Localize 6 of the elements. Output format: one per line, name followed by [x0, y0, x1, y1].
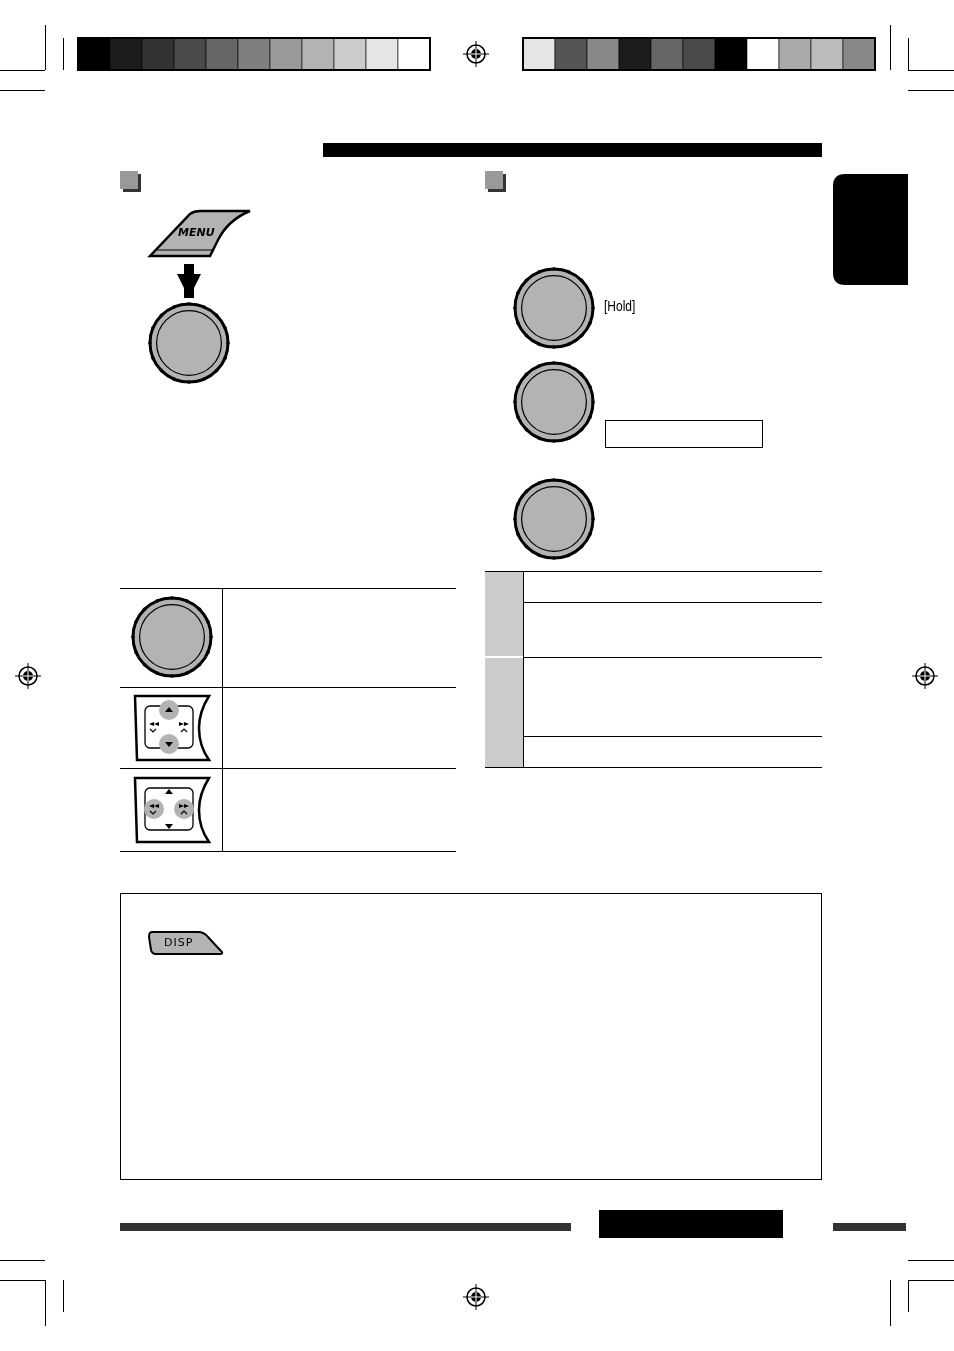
menu-button: MENU: [148, 210, 252, 258]
disp-button: DISP: [148, 931, 224, 955]
side-tab: [833, 174, 908, 285]
down-arrow: [177, 264, 201, 298]
control-knob: [148, 302, 230, 384]
hold-note: [Hold]: [604, 297, 636, 314]
